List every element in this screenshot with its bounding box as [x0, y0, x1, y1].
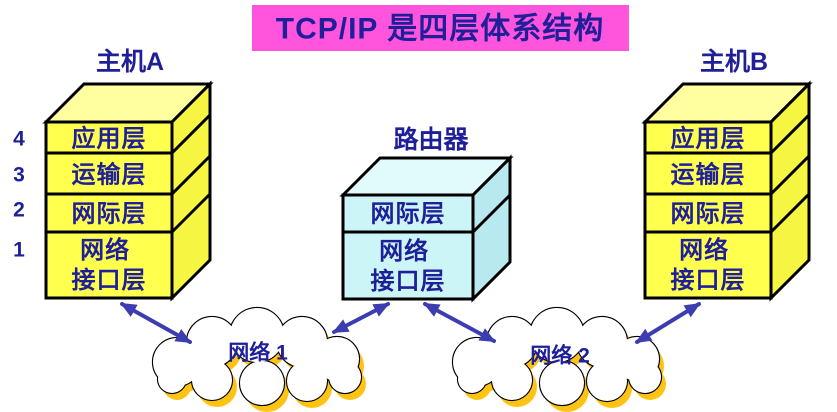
host-a-title: 主机A [96, 48, 164, 76]
router-layer-network-interface-label: 网络 接口层 [371, 237, 446, 295]
cloud-puff [329, 361, 361, 393]
host-b-network-interface-line1: 网络 [679, 236, 729, 264]
host-b-layer-internet [643, 192, 773, 234]
host-b-layer-application [643, 120, 773, 155]
arrow-network1-router [332, 302, 390, 334]
host-b-layer-transport [643, 151, 773, 196]
host-a-layer-transport [44, 151, 174, 196]
host-b-layer-internet-label: 网际层 [671, 201, 746, 228]
cloud-puff [192, 360, 232, 400]
host-b-layer-network-interface-label: 网络 接口层 [671, 236, 746, 294]
cloud-labels: 网络 1 网络 2 [228, 341, 590, 368]
host-a-side-divider [170, 192, 212, 234]
host-a-layer-network-interface-label: 网络 接口层 [72, 236, 147, 294]
network-2-cloud [451, 306, 666, 412]
cloud-puff [587, 361, 627, 401]
title-banner: TCP/IP 是四层体系结构 [252, 5, 629, 51]
cloud-puff [458, 365, 486, 393]
host-b-network-interface-line2: 接口层 [671, 267, 746, 294]
network-1-cloud [151, 306, 366, 412]
host-b-side-divider [769, 113, 811, 155]
host-a-network-interface-line2: 接口层 [72, 267, 147, 294]
arrow-hosta-network1 [120, 302, 192, 344]
layer-number-2: 2 [13, 199, 25, 222]
host-a-layer-network-interface [44, 230, 174, 300]
host-a-layer-internet-label: 网际层 [72, 201, 147, 228]
network-1-label: 网络 1 [228, 341, 288, 365]
router-network-interface-line1: 网络 [379, 237, 429, 265]
host-b-title: 主机B [700, 48, 768, 76]
host-a-side-divider [170, 154, 212, 196]
router-layer-network-interface [341, 230, 475, 301]
cloud-puff [629, 361, 661, 393]
host-b-layer-application-label: 应用层 [671, 125, 746, 153]
cloud-puff [487, 317, 537, 367]
connection-arrows [120, 302, 701, 344]
layer-number-4: 4 [13, 128, 25, 151]
arrow-network2-hostb [635, 302, 701, 344]
cloud-puff [187, 317, 237, 367]
host-b-layer-network-interface [643, 230, 773, 300]
host-b-side-divider [769, 154, 811, 196]
host-a-layer-application-label: 应用层 [72, 125, 147, 153]
host-b-layer-transport-label: 运输层 [671, 161, 746, 189]
host-a-side-face [170, 80, 212, 302]
host-a-network-interface-line1: 网络 [80, 236, 130, 264]
arrow-router-network2 [423, 302, 496, 343]
router-network-interface-line2: 接口层 [371, 268, 446, 295]
cloud-puff [577, 317, 627, 367]
router-side-divider [471, 193, 512, 234]
host-a-side-divider [170, 113, 212, 155]
diagram-title: TCP/IP 是四层体系结构 [276, 13, 604, 46]
title-banner-background [252, 5, 629, 51]
host-b: 主机B 应用层 运输层 网际层 网络 接口层 [641, 48, 813, 302]
layer-number-3: 3 [13, 164, 25, 187]
cloud-puff [492, 360, 532, 400]
cloud-puff [530, 308, 584, 362]
cloud-puff [230, 308, 284, 362]
layer-number-1: 1 [13, 239, 25, 262]
cloud-puff [287, 361, 327, 401]
router-layer-internet [341, 193, 475, 234]
cloud-puff [240, 361, 284, 405]
host-a: 主机A 应用层 运输层 网际层 网络 接口层 4 3 2 1 [13, 48, 214, 302]
router: 路由器 网际层 网络 接口层 [339, 126, 514, 303]
host-a-layer-transport-label: 运输层 [72, 161, 147, 189]
cloud-puff [540, 361, 584, 405]
cloud-puff [158, 365, 186, 393]
router-title: 路由器 [393, 126, 469, 154]
host-b-side-face [769, 80, 811, 302]
network-2-label: 网络 2 [530, 344, 590, 368]
host-b-side-divider [769, 192, 811, 234]
cloud-puff [277, 317, 327, 367]
router-layer-internet-label: 网际层 [371, 201, 446, 228]
